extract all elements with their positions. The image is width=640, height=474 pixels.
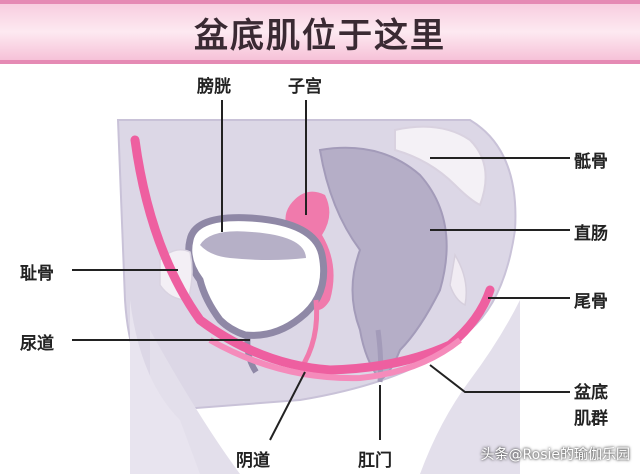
sacrum-bone: [394, 125, 487, 207]
label-anus: 肛门: [358, 451, 392, 471]
label-urethra: 尿道: [20, 334, 54, 354]
leg-region: [130, 300, 200, 474]
leader-vagina: [269, 371, 306, 441]
label-uterus: 子宫: [288, 77, 322, 97]
urethra-channel: [244, 334, 259, 374]
label-pelvic-floor-1: 盆底: [574, 383, 608, 403]
bladder-interior: [200, 231, 306, 260]
banner-background: [0, 0, 640, 64]
label-pelvic-floor-2: 肌群: [574, 409, 608, 429]
title-banner: 盆底肌位于这里: [0, 0, 640, 64]
watermark: 头条@Rosie的瑜伽乐园: [480, 447, 630, 463]
leader-pelvic-floor: [429, 364, 570, 393]
page-title: 盆底肌位于这里: [194, 16, 446, 56]
label-coccyx: 尾骨: [574, 292, 608, 312]
label-vagina: 阴道: [236, 451, 270, 471]
label-sacrum: 骶骨: [574, 152, 608, 172]
label-rectum: 直肠: [574, 224, 608, 244]
label-pubic-bone: 耻骨: [20, 264, 54, 284]
label-bladder: 膀胱: [197, 77, 231, 97]
anal-channel: [375, 329, 384, 383]
pelvic-floor-muscle-inner: [208, 337, 462, 382]
coccyx-bone: [449, 252, 467, 307]
